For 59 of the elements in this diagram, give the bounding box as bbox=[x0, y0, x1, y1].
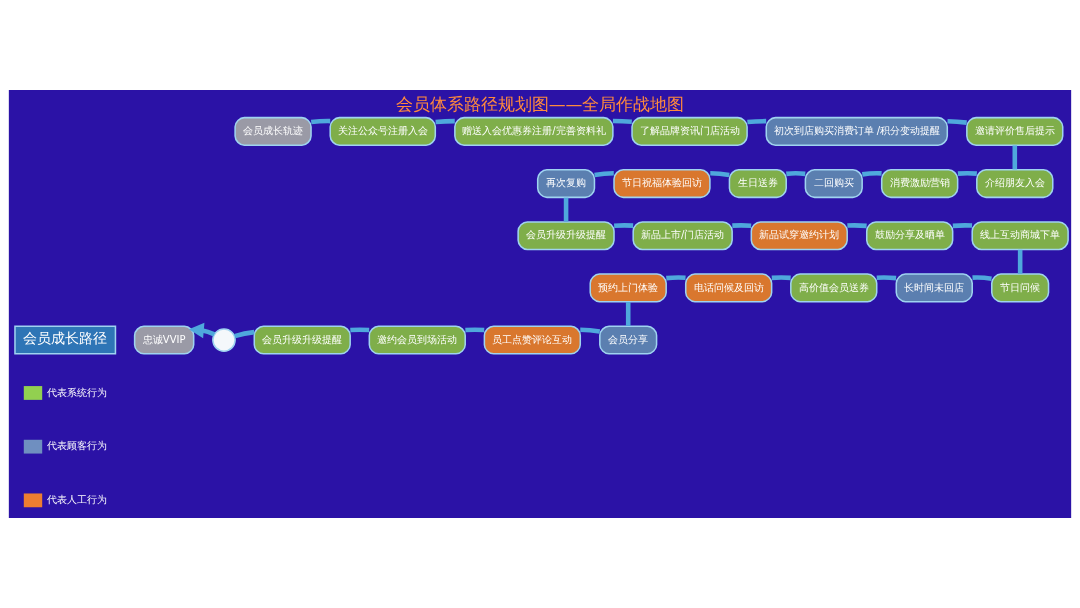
connector bbox=[952, 223, 973, 229]
node-box: 再次复购 bbox=[536, 169, 596, 199]
node-box: 会员分享 bbox=[599, 325, 658, 355]
node-box: 邀约会员到场活动 bbox=[368, 325, 466, 355]
connector bbox=[972, 275, 992, 281]
connector bbox=[666, 275, 686, 281]
connector bbox=[310, 118, 331, 125]
connector bbox=[435, 118, 455, 125]
node-box: 高价值会员送券 bbox=[790, 273, 878, 303]
node-box: 预约上门体验 bbox=[589, 273, 667, 303]
node-box: 员工点赞评论互动 bbox=[483, 325, 582, 355]
connector bbox=[747, 118, 767, 125]
legend-label: 代表顾客行为 bbox=[46, 440, 107, 452]
connector bbox=[710, 170, 730, 178]
node-box: 忠诚VVIP bbox=[133, 325, 195, 355]
node-box: 节日问候 bbox=[991, 273, 1050, 303]
connector bbox=[594, 170, 614, 178]
connector bbox=[612, 118, 632, 125]
legend-label: 代表人工行为 bbox=[46, 493, 107, 505]
connector bbox=[234, 329, 255, 339]
connector bbox=[350, 327, 370, 333]
node-box: 会员成长路径 bbox=[14, 325, 117, 355]
connector bbox=[861, 170, 882, 177]
node-box: 电话问候及回访 bbox=[684, 273, 773, 303]
node-box: 邀请评价售后提示 bbox=[966, 116, 1064, 146]
connector bbox=[876, 275, 897, 281]
node-box: 了解品牌资讯门店活动 bbox=[631, 116, 748, 146]
connector bbox=[563, 197, 569, 222]
node-box: 生日送券 bbox=[728, 169, 787, 199]
node-box: 线上互动商城下单 bbox=[971, 221, 1069, 251]
node-box: 会员升级升级提醒 bbox=[253, 325, 351, 355]
node-box: 新品试穿邀约计划 bbox=[750, 221, 848, 251]
connector bbox=[957, 170, 977, 176]
node-box: 节日祝福体验回访 bbox=[613, 169, 711, 199]
node-box: 鼓励分享及晒单 bbox=[866, 221, 954, 251]
connector bbox=[580, 327, 601, 334]
node-box: 新品上市/门店活动 bbox=[632, 221, 733, 251]
node-box: 长时间未回店 bbox=[895, 273, 973, 303]
node-box: 消费激励营销 bbox=[880, 169, 959, 199]
diagram-title: 会员体系路径规划图——全局作战地图 bbox=[395, 93, 685, 114]
node-circle bbox=[212, 328, 236, 352]
node-box: 赠送入会优惠券注册/完善资料礼 bbox=[454, 116, 614, 146]
connector bbox=[625, 301, 631, 326]
connector bbox=[947, 119, 967, 125]
node-box: 会员成长轨迹 bbox=[234, 116, 312, 146]
connector bbox=[786, 170, 806, 177]
connector bbox=[732, 223, 752, 228]
connector bbox=[465, 327, 485, 333]
connector bbox=[847, 223, 867, 229]
connector bbox=[1012, 145, 1018, 170]
legend-label: 代表系统行为 bbox=[46, 386, 107, 398]
node-box: 二回购买 bbox=[804, 169, 863, 199]
connector bbox=[614, 223, 634, 228]
connector bbox=[1017, 249, 1023, 274]
node-box: 会员升级升级提醒 bbox=[517, 221, 615, 251]
node-box: 介绍朋友入会 bbox=[976, 169, 1054, 199]
connector bbox=[771, 275, 791, 281]
node-box: 关注公众号注册入会 bbox=[329, 116, 437, 146]
node-box: 初次到店购买消费订单 /积分变动提醒 bbox=[765, 116, 949, 146]
